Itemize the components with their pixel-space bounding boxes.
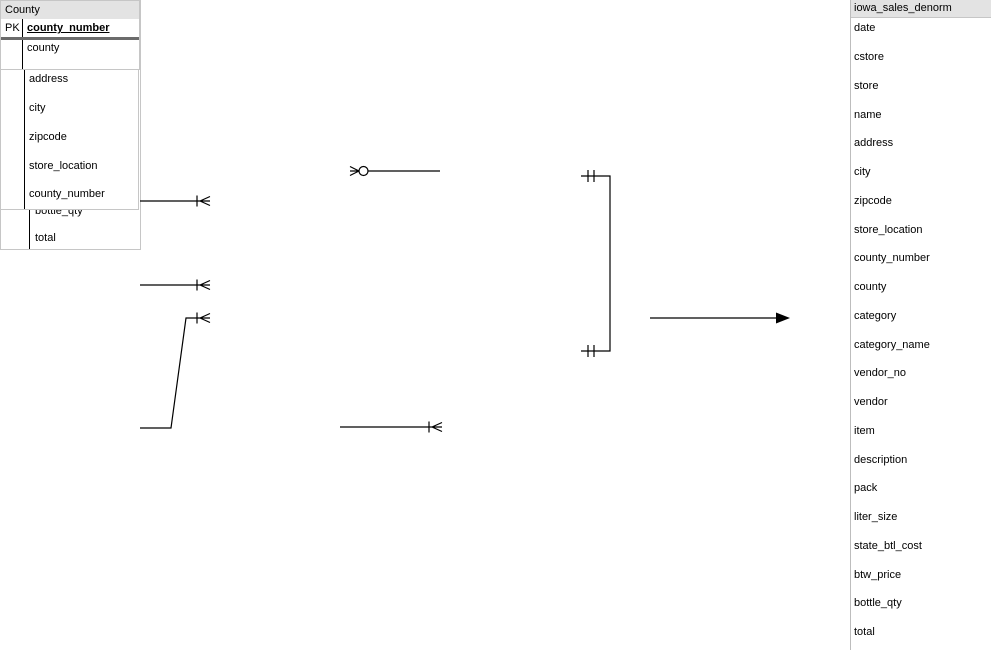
fields-area: county bbox=[1, 40, 139, 69]
field-row: address bbox=[29, 73, 69, 86]
field-row: zipcode bbox=[854, 194, 892, 207]
field-row: county bbox=[854, 281, 887, 294]
field-row: bottle_qty bbox=[854, 597, 902, 610]
field-row: vendor_no bbox=[854, 367, 906, 380]
entity-title: County bbox=[1, 1, 139, 19]
relationship-item-sales[interactable] bbox=[140, 312, 211, 429]
relationship-category-sales[interactable] bbox=[140, 195, 211, 207]
field-row: category bbox=[854, 309, 897, 322]
relationship-county-store[interactable] bbox=[340, 421, 443, 433]
pk-column-spacer bbox=[1, 40, 25, 209]
field-row: vendor bbox=[854, 396, 888, 409]
field-row: address bbox=[854, 137, 894, 150]
field-row: county bbox=[27, 41, 60, 54]
field-row: total bbox=[35, 231, 56, 244]
entity-iowa-sales-denorm[interactable]: iowa_sales_denorm date cstore store name add… bbox=[850, 0, 991, 650]
entity-title: iowa_sales_denorm bbox=[851, 0, 991, 18]
field-row: county_number bbox=[29, 188, 105, 201]
field-row: store bbox=[854, 79, 879, 92]
field-row: city bbox=[854, 166, 871, 179]
field-row: liter_size bbox=[854, 511, 898, 524]
pk-label: PK bbox=[1, 19, 23, 37]
denorm-transform-arrow[interactable] bbox=[650, 312, 790, 324]
field-row: county_number bbox=[854, 252, 930, 265]
pk-row: PK county_number bbox=[1, 19, 139, 40]
field-row: cstore bbox=[854, 51, 884, 64]
relationship-convenience-store-store[interactable] bbox=[581, 170, 611, 357]
field-row: city bbox=[29, 101, 46, 114]
field-list: date cstore store name address city zipcode sto… bbox=[851, 14, 991, 647]
field-row: category_name bbox=[854, 338, 930, 351]
field-row: total bbox=[854, 626, 875, 639]
relationship-vendor-sales[interactable] bbox=[140, 279, 211, 291]
field-row: zipcode bbox=[29, 130, 67, 143]
field-row: store_location bbox=[854, 223, 923, 236]
entity-county[interactable]: County PK county_number county bbox=[0, 0, 140, 70]
field-row: date bbox=[854, 22, 876, 35]
field-row: name bbox=[854, 108, 882, 121]
pk-column-spacer bbox=[1, 40, 23, 69]
field-row: btw_price bbox=[854, 568, 902, 581]
field-row: store_location bbox=[29, 159, 98, 172]
field-row: pack bbox=[854, 482, 878, 495]
field-row: description bbox=[854, 453, 908, 466]
pk-field: county_number bbox=[27, 22, 110, 34]
field-list: county bbox=[23, 38, 139, 69]
field-row: item bbox=[854, 424, 875, 437]
field-row: state_btl_cost bbox=[854, 539, 922, 552]
relationship-sales-convenience-store[interactable] bbox=[349, 165, 440, 177]
